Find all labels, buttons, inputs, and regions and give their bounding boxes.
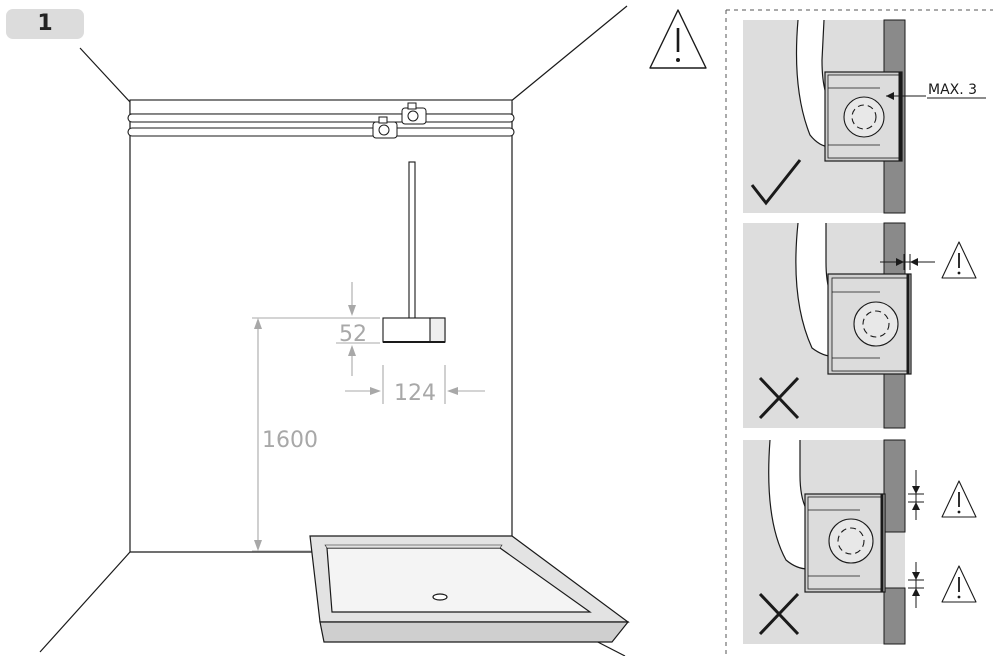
warning-triangle-icon <box>941 480 977 518</box>
warning-triangle-icon <box>941 241 977 279</box>
step-number-badge: 1 <box>6 9 84 39</box>
warning-triangle-icon <box>649 9 707 69</box>
warning-triangle-icon <box>941 565 977 603</box>
step-number: 1 <box>37 11 53 36</box>
panel-separator <box>725 9 993 656</box>
dimension-height-label: 1600 <box>262 428 318 453</box>
max-gap-callout: MAX. 3 <box>928 82 977 98</box>
cross-icon <box>758 592 800 636</box>
checkmark-icon <box>750 159 802 206</box>
detail-panel-correct: MAX. 3 <box>743 19 986 214</box>
mounting-rails <box>127 99 515 137</box>
dimension-lines <box>252 282 485 552</box>
detail-panel-wrong-step <box>743 439 977 645</box>
dimension-arrowheads <box>254 305 458 551</box>
room-walls <box>39 5 628 656</box>
rail-clamp <box>372 102 427 139</box>
shower-tray <box>309 535 630 643</box>
cross-icon <box>758 376 800 420</box>
shower-riser <box>382 161 446 343</box>
detail-panel-wrong-gap <box>743 222 977 429</box>
dimension-width-label: 124 <box>394 381 436 406</box>
